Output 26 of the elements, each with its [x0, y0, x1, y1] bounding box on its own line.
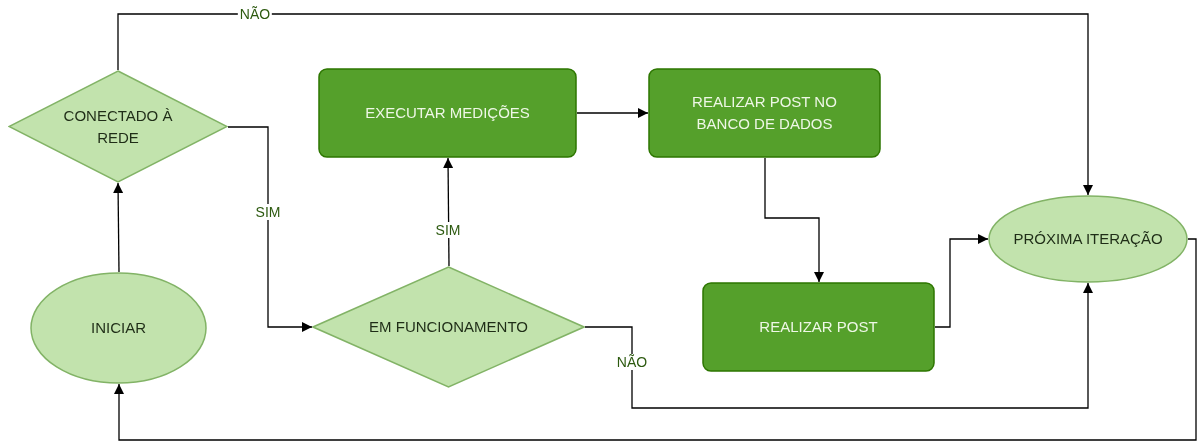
- node-text: CONECTADO À REDE: [62, 105, 174, 148]
- terminal-ellipse: [30, 272, 207, 384]
- node-text: REALIZAR POST: [759, 317, 878, 337]
- decision-diamond: [8, 70, 228, 183]
- process-box: [318, 68, 577, 158]
- process-box: [648, 68, 881, 158]
- process-box: [702, 282, 935, 372]
- node-text: EXECUTAR MEDIÇÕES: [365, 103, 530, 123]
- decision-diamond: [312, 266, 585, 388]
- arrow: [764, 157, 825, 283]
- edge-label: NÃO: [237, 6, 273, 22]
- edge-label: SIM: [253, 204, 283, 220]
- arrow: [576, 107, 649, 119]
- terminal-ellipse: [988, 195, 1188, 283]
- node-text: INICIAR: [91, 318, 146, 338]
- arrow: [117, 13, 1094, 196]
- arrow: [112, 182, 124, 273]
- arrow: [227, 126, 313, 333]
- arrow: [584, 282, 1094, 409]
- edge-label: NÃO: [614, 354, 650, 370]
- node-text: EM FUNCIONAMENTO: [369, 317, 528, 337]
- node-text: REALIZAR POST NO BANCO DE DADOS: [691, 92, 838, 134]
- arrow: [934, 233, 989, 328]
- edge-label: SIM: [433, 222, 463, 238]
- arrow: [113, 238, 1197, 441]
- node-text: PRÓXIMA ITERAÇÃO: [1013, 229, 1163, 249]
